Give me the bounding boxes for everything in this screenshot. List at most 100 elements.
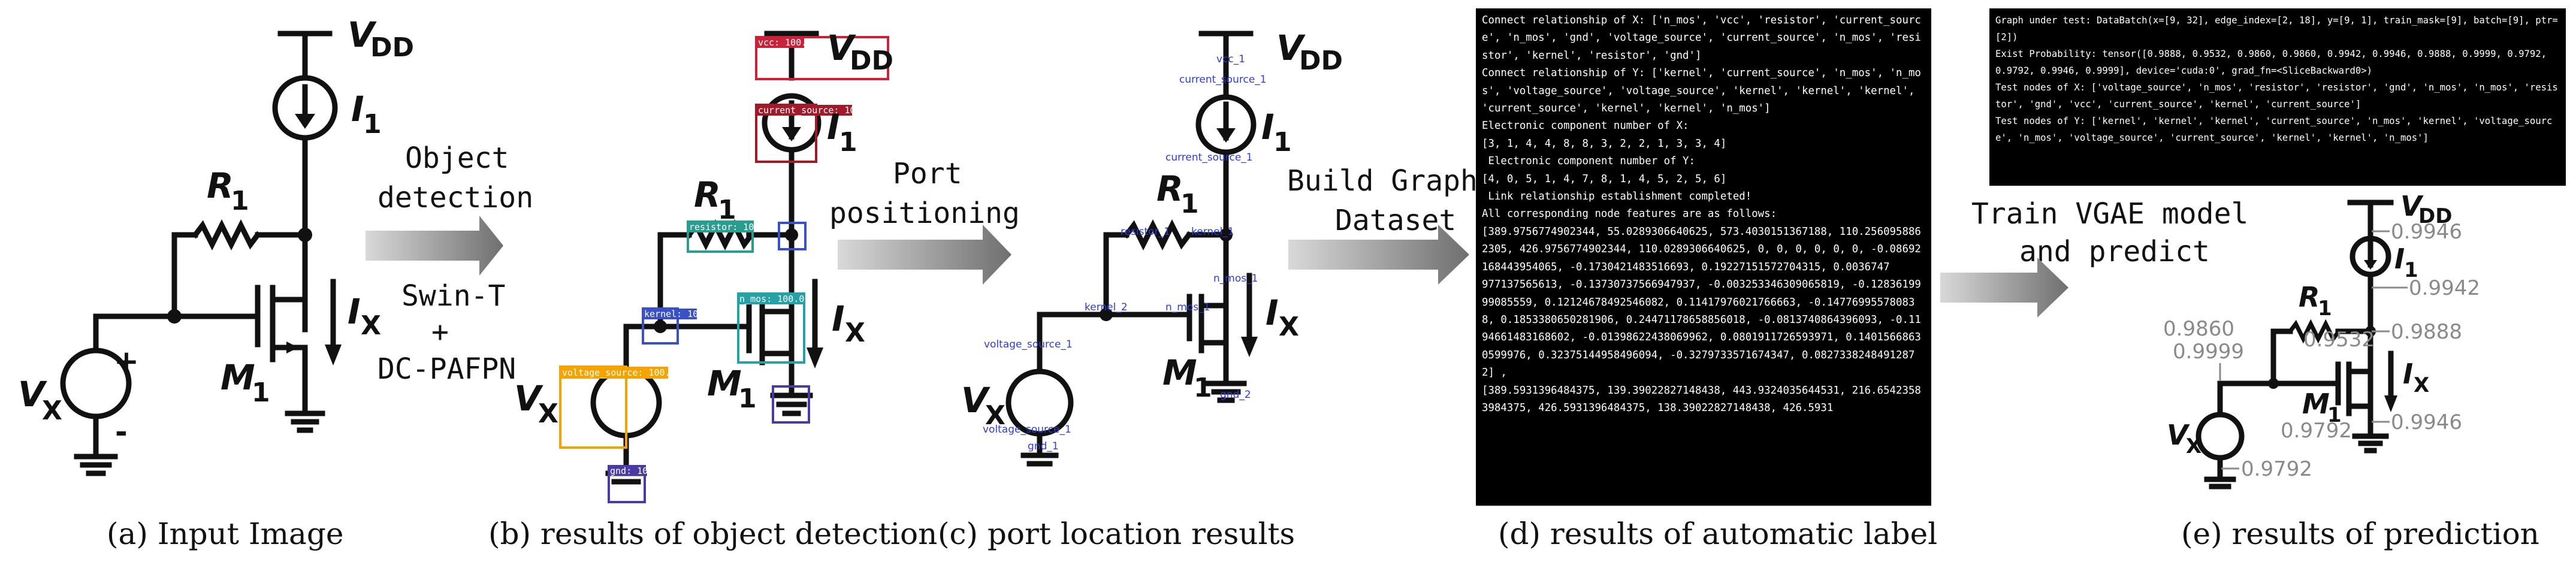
label-line-3: [3, 1, 4, 4, 8, 8, 3, 2, 2, 1, 3, 3, 4]	[1482, 137, 1727, 150]
port-nmos2: n_mos_1	[1165, 301, 1210, 313]
port-current-top: current_source_1	[1179, 74, 1267, 86]
i1-sub-b: 1	[839, 127, 857, 158]
step-train-vgae: Train VGAE model and predict	[1940, 197, 2248, 318]
port-gnd1: gnd_1	[1028, 440, 1059, 452]
prob-mid: 0.9532	[2303, 328, 2375, 352]
prob-i1: 0.9942	[2409, 276, 2480, 300]
minus-sign: -	[115, 415, 128, 449]
tag-gnd: gnd: 100.0	[610, 466, 664, 476]
caption-b: (b) results of object detection	[488, 516, 937, 551]
label-line-0: Connect relationship of X: ['n_mos', 'vc…	[1482, 14, 1921, 62]
m1-sub-b: 1	[738, 383, 757, 414]
caption-c: (c) port location results	[938, 516, 1295, 551]
i1-label-c: I	[1261, 107, 1275, 147]
vx-sub-b: X	[538, 398, 558, 429]
vdd-label-c: V	[1276, 28, 1306, 68]
pred-line-0: Graph under test: DataBatch(x=[9, 32], e…	[1995, 15, 2558, 43]
step4-line1: Train VGAE model	[1971, 197, 2248, 231]
ix-sub-b: X	[845, 318, 865, 348]
tag-current-source: current_source: 100.0	[758, 105, 872, 116]
r1-sub: 1	[231, 186, 249, 216]
m1-label-b: M	[707, 363, 742, 404]
step1-line2: detection	[378, 181, 533, 214]
vdd-label: V	[348, 14, 377, 55]
caption-a: (a) Input Image	[107, 516, 343, 551]
vx-label-c: V	[961, 380, 990, 421]
step-port-positioning: Port positioning	[829, 157, 1020, 285]
i1-label-b: I	[827, 107, 840, 147]
arrow-right-icon	[366, 216, 503, 276]
vdd-label-e: V	[2400, 190, 2424, 222]
vx-sub-e: X	[2186, 434, 2201, 458]
step2-line1: Port	[893, 157, 962, 191]
r1-sub-c: 1	[1180, 189, 1199, 219]
step-object-detection: Object detection Swin-T + DC-PAFPN	[366, 141, 533, 386]
resistor-icon	[195, 225, 258, 244]
step1-line5: DC-PAFPN	[378, 352, 516, 386]
tag-resistor: resistor: 100.0	[689, 222, 770, 232]
step4-line2: and predict	[2019, 235, 2210, 268]
tag-nmos: n_mos: 100.0	[739, 294, 804, 304]
prob-left1: 0.9860	[2163, 317, 2234, 341]
step-build-graph: Build Graph Dataset	[1287, 164, 1478, 285]
r1-label-c: R	[1156, 168, 1183, 209]
vdd-sub-c: DD	[1299, 46, 1343, 76]
port-kernel1: kernel_1	[1191, 226, 1234, 238]
panel-e-prediction-output: Graph under test: DataBatch(x=[9, 32], e…	[1989, 8, 2566, 186]
tag-voltage-source: voltage_source: 100.0	[562, 367, 676, 378]
r1-label: R	[207, 165, 234, 206]
arrow-right-icon	[1940, 258, 2068, 318]
step2-line2: positioning	[829, 197, 1020, 230]
prob-vdd: 0.9946	[2391, 220, 2462, 244]
ix-sub-c: X	[1279, 312, 1299, 342]
plus-sign: +	[114, 344, 139, 379]
label-line-4: Electronic component number of Y:	[1482, 155, 1695, 168]
step1-line4: +	[431, 315, 449, 349]
m1-label: M	[221, 357, 255, 398]
m1-sub-e: 1	[2327, 403, 2342, 427]
label-line-10: [389.5931396484375, 139.39022827148438, …	[1482, 384, 1921, 414]
prob-m1: 0.9792	[2281, 419, 2352, 443]
vx-sub-c: X	[985, 400, 1005, 431]
ix-sub: X	[361, 310, 381, 341]
ix-label: I	[348, 291, 361, 332]
pred-line-3: Test nodes of Y: ['kernel', 'kernel', 'k…	[1995, 116, 2553, 143]
vdd-sub-e: DD	[2418, 204, 2452, 228]
vdd-sub: DD	[370, 32, 414, 63]
caption-d: (d) results of automatic label	[1498, 516, 1937, 551]
m1-label-c: M	[1162, 352, 1197, 393]
step1-line1: Object	[405, 141, 509, 175]
prob-left2: 0.9999	[2173, 340, 2244, 364]
ix-label-b: I	[832, 298, 845, 339]
m1-sub: 1	[252, 377, 270, 408]
port-voltage-bottom: voltage_source_1	[983, 424, 1071, 436]
i1-label-e: I	[2394, 243, 2405, 275]
panel-d-label-output: Connect relationship of X: ['n_mos', 'vc…	[1476, 8, 1931, 506]
tag-vcc: vcc: 100.0	[758, 37, 812, 48]
pred-line-1: Exist Probability: tensor([0.9888, 0.953…	[1995, 49, 2553, 76]
ix-sub-e: X	[2414, 373, 2429, 397]
label-line-8: [389.9756774902344, 55.0289306640625, 57…	[1482, 225, 1921, 273]
label-line-5: [4, 0, 5, 1, 4, 7, 8, 1, 4, 5, 2, 5, 6]	[1482, 173, 1727, 185]
caption-e: (e) results of prediction	[2181, 516, 2539, 551]
label-line-2: Electronic component number of X:	[1482, 120, 1689, 132]
ix-label-c: I	[1266, 292, 1279, 333]
ix-label-e: I	[2403, 358, 2413, 390]
arrow-right-icon	[838, 225, 1011, 285]
i1-sub: 1	[363, 109, 382, 140]
arrow-right-icon	[1288, 225, 1469, 285]
port-kernel2: kernel_2	[1085, 301, 1128, 313]
step1-line3: Swin-T	[401, 279, 505, 313]
label-line-1: Connect relationship of Y: ['kernel', 'c…	[1482, 67, 1921, 115]
step3-line1: Build Graph	[1287, 164, 1478, 198]
port-nmos1: n_mos_1	[1213, 273, 1258, 285]
r1-label-b: R	[694, 174, 721, 215]
port-vcc: vcc_1	[1216, 53, 1245, 65]
label-line-7: All corresponding node features are as f…	[1482, 208, 1777, 220]
port-gnd2: gnd_2	[1220, 389, 1251, 401]
port-current-bottom: current_source_1	[1165, 152, 1253, 164]
panel-a-input-image: V DD I 1 R 1 M 1 I X V X + - (a) Input I…	[18, 14, 414, 551]
vx-label-e: V	[2167, 419, 2190, 451]
prob-node-r: 0.9888	[2391, 320, 2462, 344]
panel-b-object-detection: vcc: 100.0 current_source: 100.0 resisto…	[488, 28, 937, 551]
